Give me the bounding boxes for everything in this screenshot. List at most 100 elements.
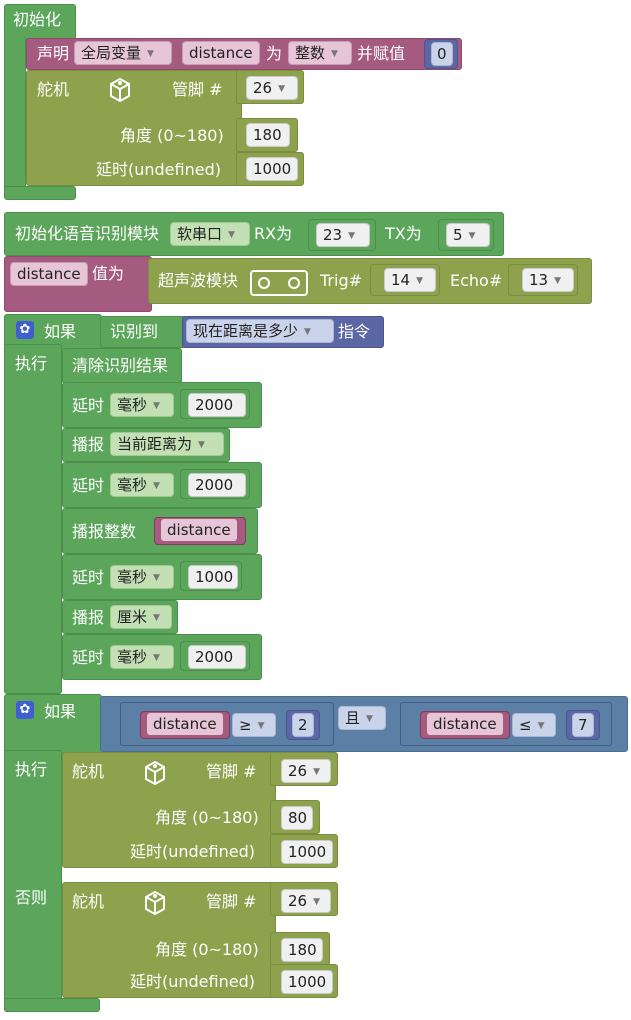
if-block-2-foot: [4, 998, 100, 1012]
servo-label: 舵机: [72, 892, 105, 911]
clear-result-block[interactable]: [62, 348, 182, 384]
delay-label: 延时(undefined): [96, 160, 221, 179]
delay-value-field[interactable]: 2000: [188, 393, 246, 417]
servo-block[interactable]: [62, 752, 276, 868]
compare-operator-dropdown[interactable]: ≥▼: [232, 713, 276, 737]
chevron-down-icon: ▼: [416, 275, 424, 286]
chevron-down-icon: ▼: [313, 896, 321, 907]
servo-pin-dropdown[interactable]: 26▼: [246, 76, 298, 100]
servo-icon: [145, 890, 165, 916]
servo-label: 舵机: [37, 80, 70, 99]
speak-label: 播报: [72, 435, 105, 454]
delay-label: 延时: [72, 568, 105, 587]
pin-label: 管脚 #: [206, 762, 257, 781]
tx-pin-dropdown[interactable]: 5▼: [446, 223, 490, 247]
delay-value-field[interactable]: 2000: [188, 473, 246, 497]
delay-value-field[interactable]: 1000: [188, 565, 238, 589]
angle-label: 角度 (0~180): [155, 808, 259, 827]
command-dropdown[interactable]: 现在距离是多少▼: [186, 319, 334, 343]
servo-delay-field[interactable]: 1000: [281, 840, 333, 864]
set-variable-name[interactable]: distance: [10, 262, 88, 286]
scope-dropdown[interactable]: 全局变量▼: [74, 41, 172, 65]
clear-result-label: 清除识别结果: [72, 356, 169, 375]
speak-integer-label: 播报整数: [72, 522, 137, 541]
if-block-1-body: [4, 344, 62, 694]
rx-pin-dropdown[interactable]: 23▼: [316, 223, 370, 247]
chevron-down-icon: ▼: [153, 400, 160, 411]
angle-label: 角度 (0~180): [120, 126, 224, 145]
servo-block[interactable]: [26, 70, 242, 186]
tx-label: TX为: [385, 224, 422, 243]
trig-label: Trig#: [320, 271, 363, 290]
as-label: 为: [266, 44, 283, 63]
chevron-down-icon: ▼: [366, 713, 373, 724]
delay-value-field[interactable]: 2000: [188, 645, 246, 669]
delay-label: 延时: [72, 396, 105, 415]
delay-label: 延时: [72, 648, 105, 667]
servo-delay-field[interactable]: 1000: [246, 157, 298, 181]
variable-name: distance: [427, 713, 503, 735]
gear-icon[interactable]: ✿: [16, 701, 34, 719]
servo-label: 舵机: [72, 762, 105, 781]
serial-port-dropdown[interactable]: 软串口▼: [170, 222, 250, 246]
delay-unit-dropdown[interactable]: 毫秒▼: [110, 473, 174, 497]
chevron-down-icon: ▼: [554, 275, 562, 286]
variable-name-field[interactable]: distance: [182, 41, 260, 65]
speak-unit-dropdown[interactable]: 厘米▼: [110, 605, 172, 629]
voice-recognized-block[interactable]: [100, 316, 186, 348]
recognized-label: 识别到: [110, 322, 159, 341]
delay-unit-dropdown[interactable]: 毫秒▼: [110, 393, 174, 417]
speak-text-dropdown[interactable]: 当前距离为▼: [110, 432, 224, 456]
logic-operator-dropdown[interactable]: 且▼: [338, 706, 386, 730]
declare-label: 声明: [37, 44, 70, 63]
chevron-down-icon: ▼: [147, 48, 154, 59]
do-label: 执行: [15, 354, 48, 373]
assign-label: 并赋值: [357, 44, 406, 63]
servo-angle-field[interactable]: 80: [281, 806, 313, 830]
servo-angle-field[interactable]: 180: [281, 938, 323, 962]
chevron-down-icon: ▼: [198, 439, 205, 450]
delay-unit-dropdown[interactable]: 毫秒▼: [110, 645, 174, 669]
type-dropdown[interactable]: 整数▼: [288, 41, 352, 65]
servo-pin-dropdown[interactable]: 26▼: [281, 759, 331, 783]
variable-reporter[interactable]: distance: [420, 711, 510, 739]
command-suffix-label: 指令: [338, 322, 371, 341]
value-label: 值为: [92, 264, 125, 283]
variable-reporter[interactable]: distance: [154, 517, 246, 545]
delay-label: 延时(undefined): [130, 842, 255, 861]
servo-pin-dropdown[interactable]: 26▼: [281, 889, 331, 913]
chevron-down-icon: ▼: [153, 612, 160, 623]
chevron-down-icon: ▼: [468, 230, 476, 241]
else-label: 否则: [15, 888, 48, 907]
ultrasonic-sensor-icon: [250, 270, 308, 296]
compare-value-field[interactable]: 7: [572, 713, 594, 737]
echo-pin-dropdown[interactable]: 13▼: [522, 268, 574, 292]
chevron-down-icon: ▼: [278, 83, 286, 94]
servo-icon: [145, 760, 165, 786]
angle-label: 角度 (0~180): [155, 940, 259, 959]
pin-label: 管脚 #: [206, 892, 257, 911]
pin-label: 管脚 #: [172, 80, 223, 99]
compare-value-field[interactable]: 2: [292, 713, 314, 737]
chevron-down-icon: ▼: [348, 230, 356, 241]
trig-pin-dropdown[interactable]: 14▼: [384, 268, 436, 292]
chevron-down-icon: ▼: [228, 229, 235, 240]
voice-init-label: 初始化语音识别模块: [15, 224, 160, 243]
variable-reporter[interactable]: distance: [140, 711, 230, 739]
gear-icon[interactable]: ✿: [16, 321, 34, 339]
servo-angle-field[interactable]: 180: [246, 123, 290, 147]
servo-block[interactable]: [62, 882, 276, 998]
delay-label: 延时(undefined): [130, 972, 255, 991]
delay-unit-dropdown[interactable]: 毫秒▼: [110, 565, 174, 589]
init-label: 初始化: [13, 10, 62, 29]
do-label: 执行: [15, 760, 48, 779]
chevron-down-icon: ▼: [257, 720, 265, 731]
servo-delay-field[interactable]: 1000: [281, 970, 333, 994]
rx-label: RX为: [254, 224, 293, 243]
init-block[interactable]: [4, 4, 76, 40]
initial-value-field[interactable]: 0: [431, 42, 453, 66]
voice-init-block[interactable]: [4, 212, 504, 256]
chevron-down-icon: ▼: [153, 572, 160, 583]
ultrasonic-label: 超声波模块: [158, 271, 239, 290]
compare-operator-dropdown[interactable]: ≤▼: [512, 713, 556, 737]
